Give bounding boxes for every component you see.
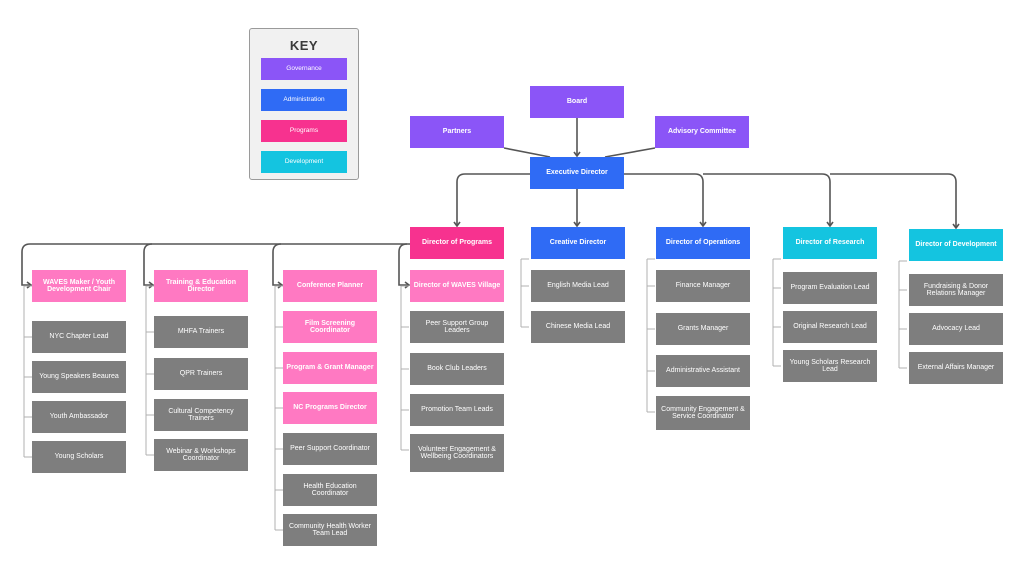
advocacy-lead-box: Advocacy Lead xyxy=(909,313,1003,345)
grants-manager-box: Grants Manager xyxy=(656,313,750,345)
programs-bus-4-arrowhead xyxy=(404,281,411,289)
exec-to-operations-arrowhead xyxy=(699,221,707,228)
executive-director-box: Executive Director xyxy=(530,157,624,189)
conference-planner-box: Conference Planner xyxy=(283,270,377,302)
english-media-lead-box: English Media Lead xyxy=(531,270,625,302)
program-grant-manager-box: Program & Grant Manager xyxy=(283,352,377,384)
health-education-coordinator-box: Health Education Coordinator xyxy=(283,474,377,506)
community-engagement-coordinator-box: Community Engagement & Service Coordinat… xyxy=(656,396,750,430)
programs-bus-2 xyxy=(143,243,153,286)
programs-bus-1-arrowhead xyxy=(26,281,33,289)
administrative-assistant-box: Administrative Assistant xyxy=(656,355,750,387)
volunteer-engagement-coordinators-box: Volunteer Engagement & Wellbeing Coordin… xyxy=(410,434,504,472)
advisory-committee-box: Advisory Committee xyxy=(655,116,749,148)
waves-maker-chair-box: WAVES Maker / Youth Development Chair xyxy=(32,270,126,302)
key-legend: KEY Governance Administration Programs D… xyxy=(249,28,359,180)
key-development: Development xyxy=(261,151,347,173)
community-health-worker-lead-box: Community Health Worker Team Lead xyxy=(283,514,377,546)
young-speakers-box: Young Speakers Beaurea xyxy=(32,361,126,393)
programs-bus-3-arrowhead xyxy=(277,281,284,289)
peer-support-group-leaders-box: Peer Support Group Leaders xyxy=(410,311,504,343)
director-of-waves-village-box: Director of WAVES Village xyxy=(410,270,504,302)
youth-ambassador-box: Youth Ambassador xyxy=(32,401,126,433)
partners-box: Partners xyxy=(410,116,504,148)
exec-to-programs-arrowhead xyxy=(453,221,461,228)
programs-bus-4 xyxy=(398,243,409,286)
external-affairs-manager-box: External Affairs Manager xyxy=(909,352,1003,384)
director-of-development-box: Director of Development xyxy=(909,229,1003,261)
partners-connector xyxy=(503,147,551,158)
creative-director-box: Creative Director xyxy=(531,227,625,259)
programs-bus-3 xyxy=(272,243,282,286)
webinar-workshops-coordinator-box: Webinar & Workshops Coordinator xyxy=(154,439,248,471)
board-box: Board xyxy=(530,86,624,118)
key-governance: Governance xyxy=(261,58,347,80)
director-of-operations-box: Director of Operations xyxy=(656,227,750,259)
exec-to-operations xyxy=(624,173,704,226)
training-education-director-box: Training & Education Director xyxy=(154,270,248,302)
film-screening-coordinator-box: Film Screening Coordinator xyxy=(283,311,377,343)
director-of-research-box: Director of Research xyxy=(783,227,877,259)
director-of-programs-box: Director of Programs xyxy=(410,227,504,259)
exec-to-creative-arrowhead xyxy=(573,221,581,228)
fundraising-donor-relations-box: Fundraising & Donor Relations Manager xyxy=(909,274,1003,306)
mhfa-trainers-box: MHFA Trainers xyxy=(154,316,248,348)
chinese-media-lead-box: Chinese Media Lead xyxy=(531,311,625,343)
promotion-team-leads-box: Promotion Team Leads xyxy=(410,394,504,426)
original-research-lead-box: Original Research Lead xyxy=(783,311,877,343)
exec-to-development-arrowhead xyxy=(952,223,960,230)
peer-support-coordinator-box: Peer Support Coordinator xyxy=(283,433,377,465)
exec-to-research-arrowhead xyxy=(826,221,834,228)
exec-to-research xyxy=(703,173,831,226)
board-connector-arrowhead xyxy=(573,151,581,158)
cultural-competency-trainers-box: Cultural Competency Trainers xyxy=(154,399,248,431)
young-scholars-research-lead-box: Young Scholars Research Lead xyxy=(783,350,877,382)
book-club-leaders-box: Book Club Leaders xyxy=(410,353,504,385)
exec-to-programs xyxy=(456,173,466,226)
nyc-chapter-lead-box: NYC Chapter Lead xyxy=(32,321,126,353)
key-administration: Administration xyxy=(261,89,347,111)
young-scholars-box: Young Scholars xyxy=(32,441,126,473)
key-programs: Programs xyxy=(261,120,347,142)
programs-bus-1 xyxy=(21,243,410,286)
finance-manager-box: Finance Manager xyxy=(656,270,750,302)
programs-bus-2-arrowhead xyxy=(148,281,155,289)
key-title: KEY xyxy=(289,38,319,53)
advisory-connector xyxy=(604,147,656,158)
nc-programs-director-box: NC Programs Director xyxy=(283,392,377,424)
qpr-trainers-box: QPR Trainers xyxy=(154,358,248,390)
program-evaluation-lead-box: Program Evaluation Lead xyxy=(783,272,877,304)
exec-to-development xyxy=(830,173,957,228)
